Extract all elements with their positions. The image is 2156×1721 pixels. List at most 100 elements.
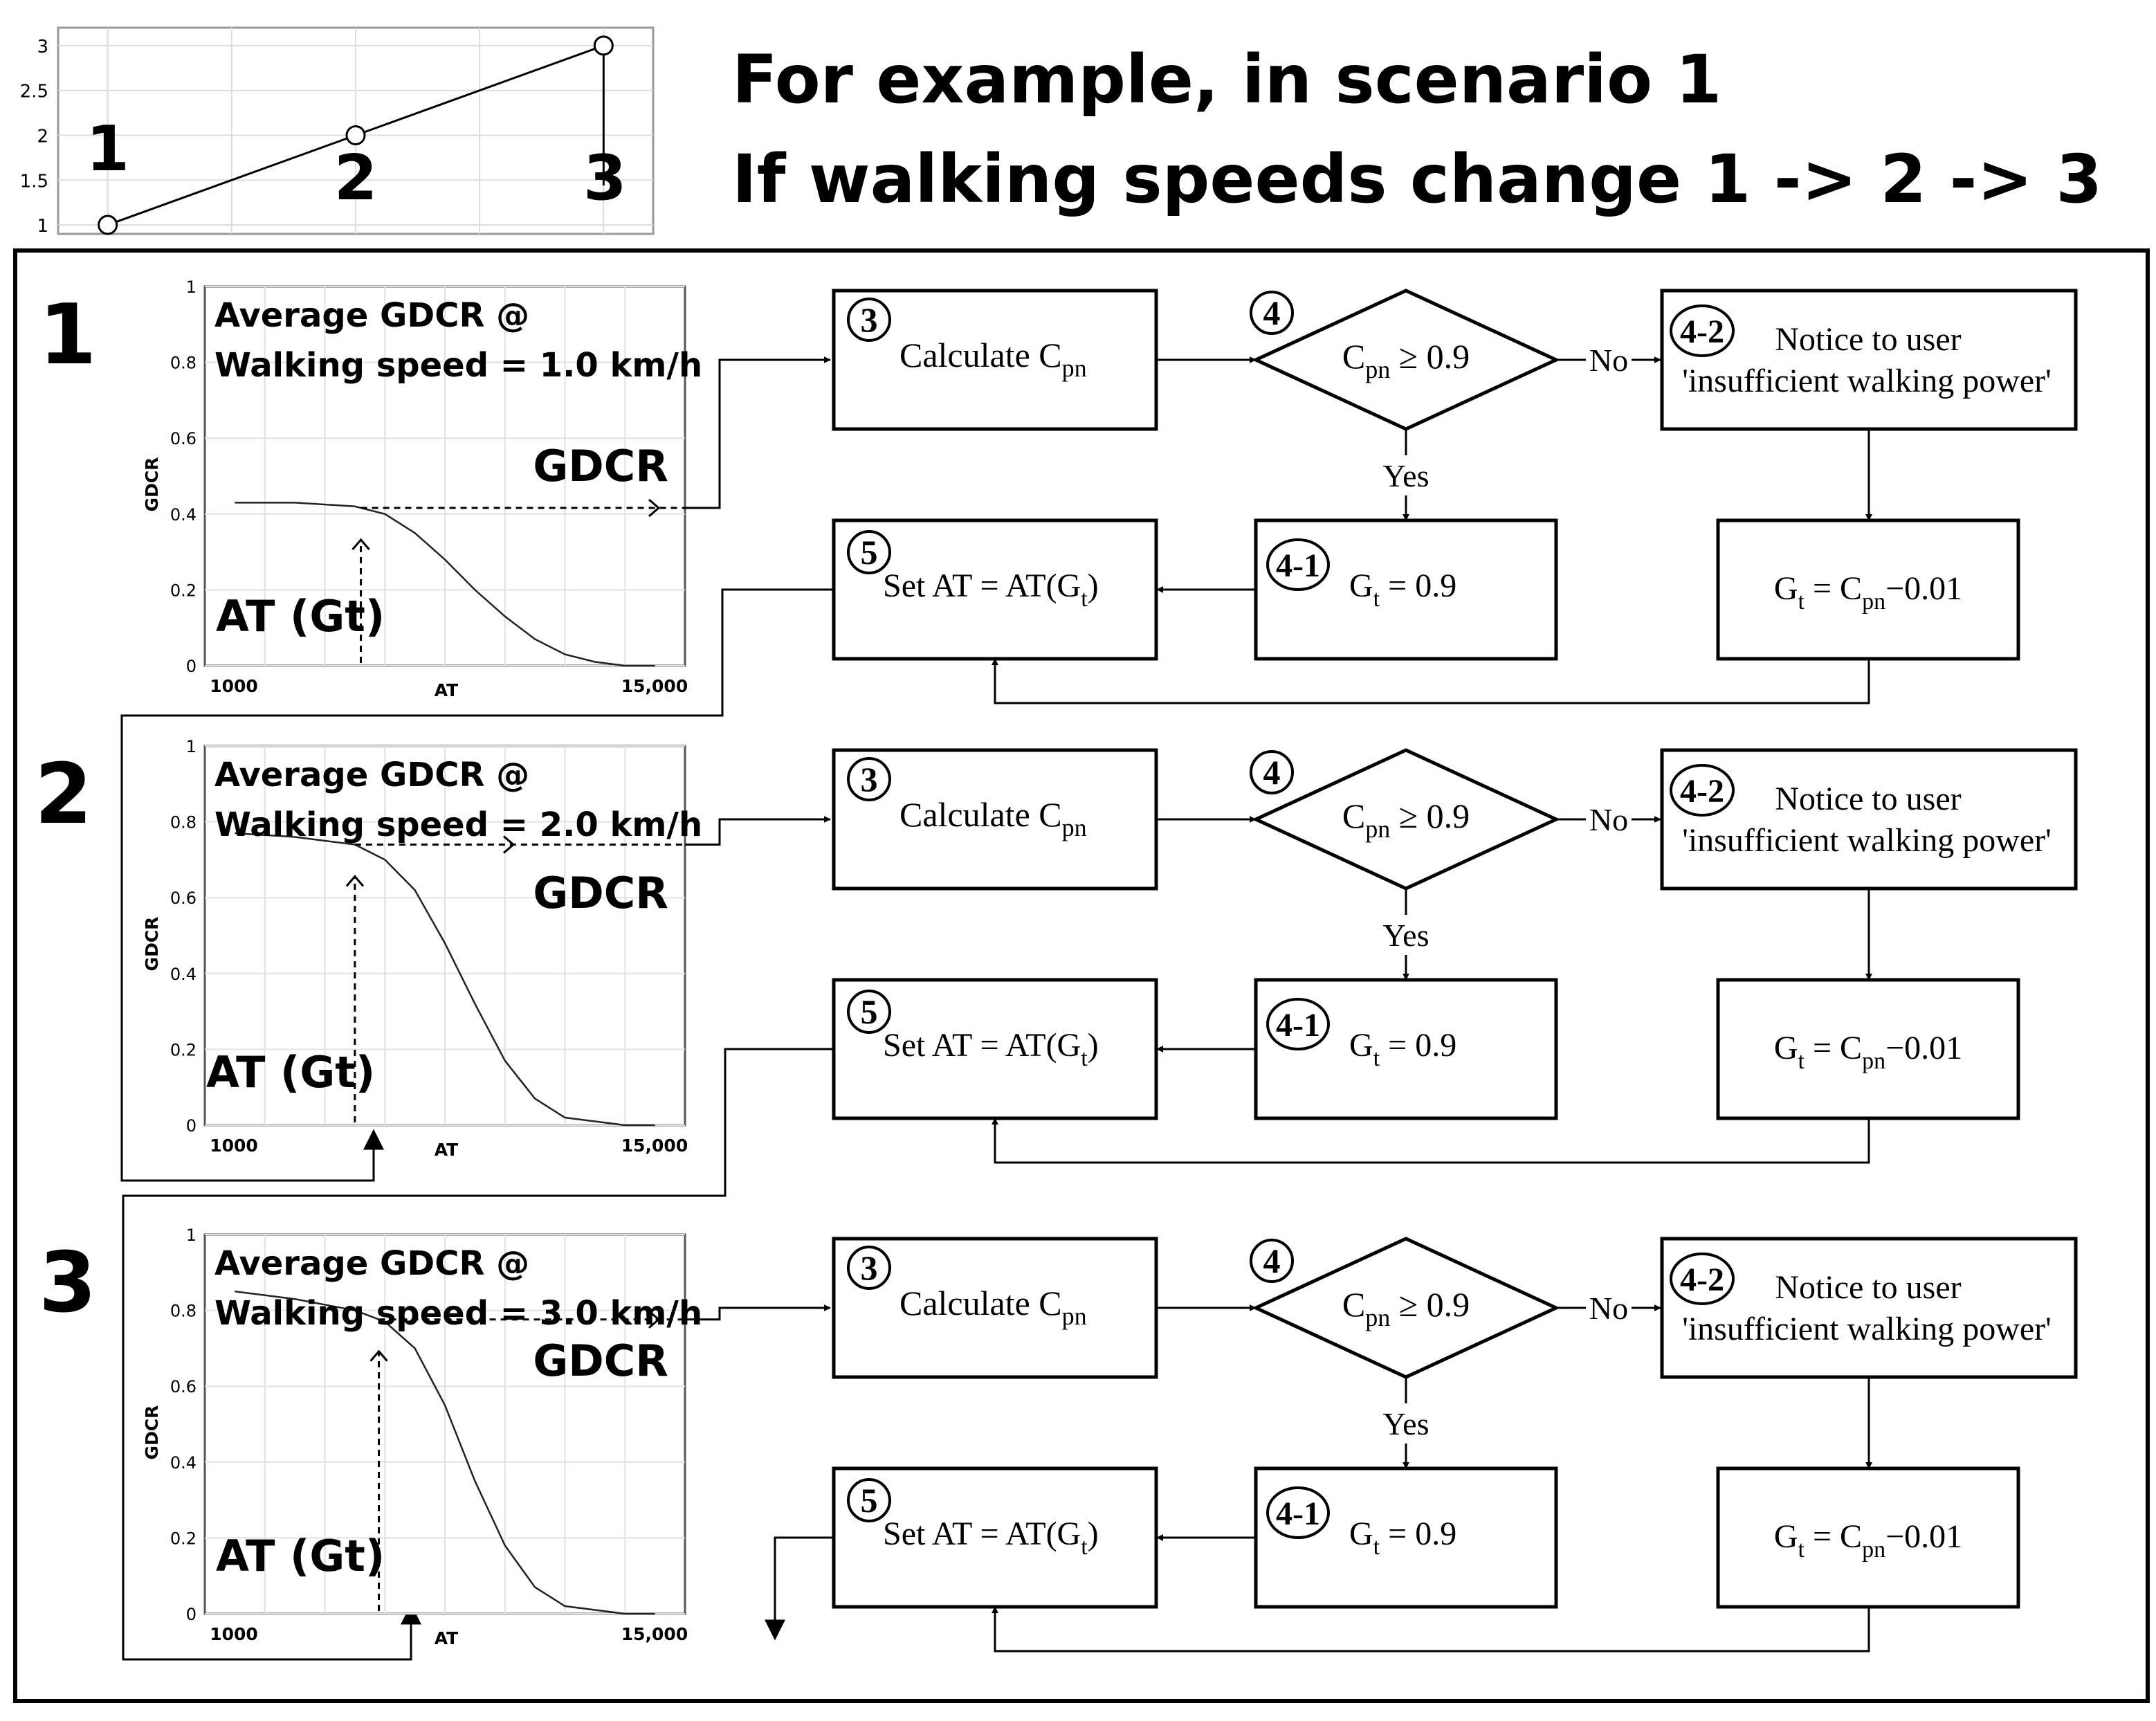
step4-condition: Cpn ≥ 0.9 — [1342, 796, 1470, 843]
step41-number: 4-1 — [1276, 1007, 1320, 1044]
connector-output — [765, 1536, 834, 1641]
chart-ytick: 0.2 — [170, 1529, 197, 1548]
step-number-circle — [1250, 750, 1294, 794]
step41-text: Gt = 0.9 — [1349, 1027, 1456, 1071]
chart-ytick: 0.4 — [170, 1453, 197, 1473]
chart-ytick: 0 — [186, 657, 197, 676]
gdcr-chevron — [503, 835, 515, 854]
mini-chart-point — [345, 125, 366, 145]
gt-update-text: Gt = Cpn−0.01 — [1774, 570, 1962, 614]
step-number-circle — [1670, 304, 1735, 357]
arrow-loop-to-step5 — [992, 1606, 1870, 1652]
step-number-circle — [1670, 764, 1735, 817]
step42-box — [1660, 289, 2078, 431]
row-number: 3 — [39, 1235, 97, 1331]
step4-condition: Cpn ≥ 0.9 — [1342, 337, 1470, 383]
step-number-circle — [847, 298, 891, 342]
step-number-circle — [847, 990, 891, 1034]
gt-update-text: Gt = Cpn−0.01 — [1774, 1518, 1962, 1563]
chart-ytick: 0.4 — [170, 965, 197, 984]
step-number: 3 — [861, 1248, 878, 1287]
connector-to-row-3 — [122, 1048, 834, 1661]
gt-update-box — [1716, 518, 2020, 661]
step-number: 4 — [1263, 753, 1281, 792]
gdcr-chevron — [648, 498, 661, 518]
chart-title-line-2: Walking speed = 3.0 km/h — [214, 1294, 702, 1333]
step-number-circle — [847, 757, 891, 801]
step-number-circle — [847, 1246, 891, 1290]
gt-update-box — [1716, 978, 2020, 1120]
at-chevron — [345, 875, 365, 887]
no-label: No — [1589, 1291, 1628, 1326]
chart-ytick: 0.4 — [170, 505, 197, 525]
chart-yaxis-label: GDCR — [142, 917, 162, 972]
step42-number: 4-2 — [1680, 313, 1724, 350]
chart-xtick: 1000 — [210, 1136, 258, 1156]
mini-chart-point-label: 3 — [583, 142, 627, 215]
mini-chart-point — [593, 35, 614, 56]
step42-line-1: Notice to user — [1775, 781, 1961, 817]
at-chevron — [351, 538, 370, 551]
chart-ytick: 1 — [186, 1226, 197, 1245]
chart-xaxis-label: AT — [435, 1140, 458, 1160]
chart-ytick: 0.6 — [170, 889, 197, 908]
chart-ytick: 1 — [186, 737, 197, 756]
mini-chart-point-label: 1 — [86, 113, 129, 185]
step42-box — [1660, 1237, 2078, 1379]
chart-xtick: 1000 — [210, 676, 258, 696]
chart-yaxis-label: GDCR — [142, 457, 162, 512]
header-line-1: For example, in scenario 1 — [732, 41, 1721, 118]
step-number-circle — [1670, 1253, 1735, 1305]
gdcr-label: GDCR — [533, 441, 668, 491]
arrow-chart-to-step3 — [685, 816, 831, 846]
chart-ytick: 0 — [186, 1605, 197, 1624]
at-label: AT (Gt) — [206, 1047, 375, 1098]
step3-text: Calculate Cpn — [899, 795, 1087, 841]
chart-ytick: 0.2 — [170, 1040, 197, 1059]
step42-number: 4-2 — [1680, 1262, 1724, 1298]
no-label: No — [1589, 802, 1628, 837]
chart-xaxis-label: AT — [435, 680, 458, 700]
header-line-2: If walking speeds change 1 -> 2 -> 3 — [732, 140, 2102, 218]
step-number-circle — [1266, 538, 1330, 591]
mini-chart-point-label: 2 — [334, 142, 378, 215]
step42-line-1: Notice to user — [1775, 321, 1961, 358]
step-number: 4 — [1263, 1241, 1281, 1280]
chart-title-line-1: Average GDCR @ — [214, 1244, 529, 1283]
step-number: 5 — [861, 1481, 878, 1520]
connector-to-row-2 — [120, 588, 834, 1182]
at-label: AT (Gt) — [216, 1531, 385, 1581]
row-number: 2 — [35, 747, 93, 843]
step-number-circle — [847, 1478, 891, 1522]
chart-ytick: 0.6 — [170, 429, 197, 448]
row-number: 1 — [39, 287, 97, 383]
chart-ytick: 0.8 — [170, 813, 197, 832]
gdcr-curve — [235, 502, 655, 667]
chart-xtick: 15,000 — [621, 676, 688, 696]
chart-ytick: 0.8 — [170, 1302, 197, 1321]
mini-chart-ytick: 1.5 — [20, 171, 48, 192]
mini-chart-ytick: 2 — [37, 126, 48, 147]
step41-number: 4-1 — [1276, 1495, 1320, 1532]
step42-box — [1660, 748, 2078, 891]
at-label: AT (Gt) — [216, 591, 385, 641]
step-number-circle — [1266, 998, 1330, 1050]
chart-ytick: 0.2 — [170, 581, 197, 600]
at-chevron — [369, 1349, 388, 1362]
mini-chart-ytick: 1 — [37, 216, 48, 237]
step5-text: Set AT = AT(Gt) — [883, 1515, 1099, 1560]
step-number: 4 — [1263, 293, 1281, 332]
step-number: 5 — [861, 533, 878, 572]
step41-text: Gt = 0.9 — [1349, 567, 1456, 612]
step-number-circle — [847, 530, 891, 574]
